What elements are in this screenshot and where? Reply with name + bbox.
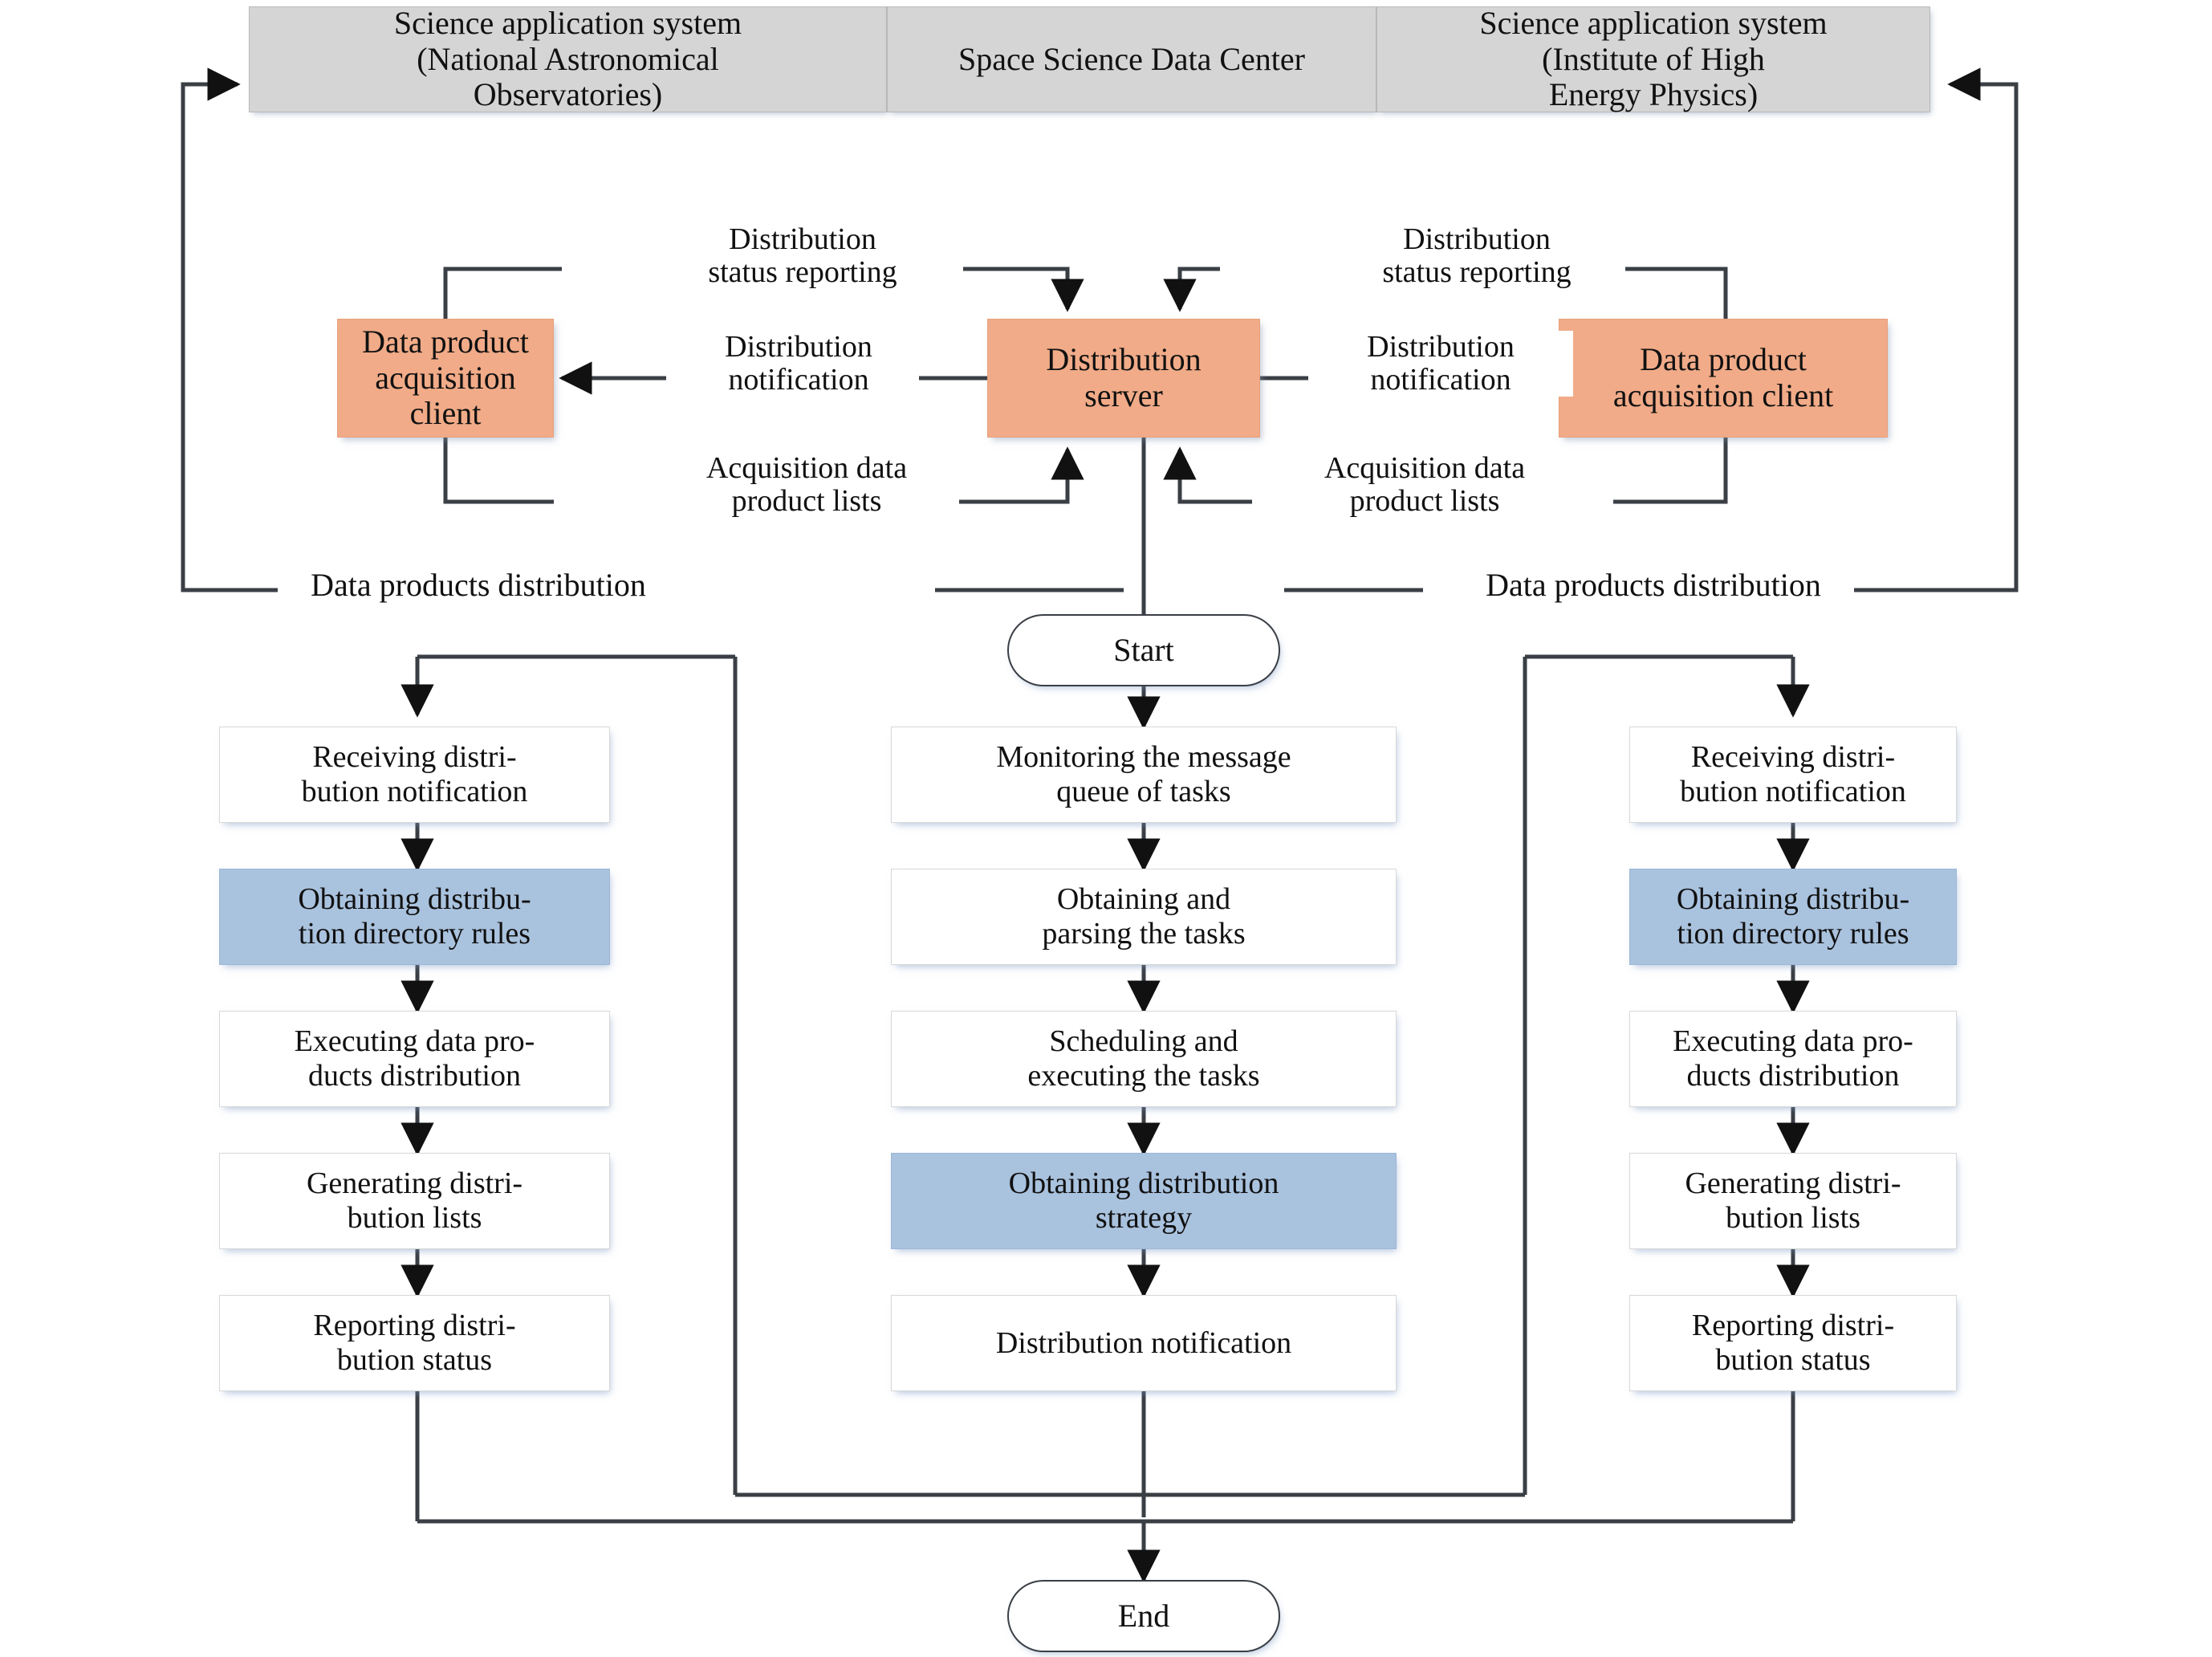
flow-step-label: Reporting distri- bution status (313, 1309, 516, 1377)
terminator-label: End (1117, 1597, 1170, 1634)
flow-step-label: Executing data pro- ducts distribution (294, 1024, 535, 1093)
right-flow-step-4[interactable]: Generating distri- bution lists (1629, 1153, 1957, 1249)
header-cell-label: Space Science Data Center (958, 40, 1305, 77)
flow-step-label: Obtaining distribution strategy (1008, 1166, 1279, 1235)
flow-step-label: Reporting distri- bution status (1691, 1309, 1895, 1377)
left-flow-step-4[interactable]: Generating distri- bution lists (219, 1153, 610, 1249)
orange-box-label: Data product acquisition client (1612, 341, 1834, 413)
label-right-data-products-distribution: Data products distribution (1453, 568, 1854, 602)
flow-step-label: Distribution notification (995, 1325, 1292, 1360)
left-flow-step-2[interactable]: Obtaining distribu- tion directory rules (219, 869, 610, 965)
left-flow-step-1[interactable]: Receiving distri- bution notification (219, 727, 610, 823)
right-flow-step-5[interactable]: Reporting distri- bution status (1629, 1295, 1957, 1391)
center-flow-step-2[interactable]: Obtaining and parsing the tasks (891, 869, 1397, 965)
label-right-distribution-notification: Distribution notification (1308, 330, 1573, 397)
left-flow-step-5[interactable]: Reporting distri- bution status (219, 1295, 610, 1391)
header-cell-label: Science application system (Institute of… (1479, 4, 1828, 113)
header-cell-label: Science application system (National Ast… (393, 4, 742, 113)
flow-step-label: Obtaining and parsing the tasks (1042, 882, 1246, 951)
flow-step-label: Receiving distri- bution notification (1680, 740, 1906, 808)
label-right-acquisition-data-product-lists: Acquisition data product lists (1268, 451, 1581, 519)
terminator-start[interactable]: Start (1007, 614, 1280, 686)
header-cell-space-science-data-center[interactable]: Space Science Data Center (887, 6, 1376, 112)
label-right-status-reporting: Distribution status reporting (1328, 222, 1625, 290)
center-flow-step-4[interactable]: Obtaining distribution strategy (891, 1153, 1397, 1249)
terminator-end[interactable]: End (1007, 1580, 1280, 1652)
data-product-acquisition-client-left[interactable]: Data product acquisition client (337, 319, 554, 438)
flow-step-label: Scheduling and executing the tasks (1027, 1024, 1260, 1093)
flow-step-label: Obtaining distribu- tion directory rules (298, 882, 531, 951)
orange-box-label: Data product acquisition client (362, 323, 529, 432)
center-flow-step-3[interactable]: Scheduling and executing the tasks (891, 1011, 1397, 1107)
label-left-data-products-distribution: Data products distribution (278, 568, 679, 602)
center-flow-step-1[interactable]: Monitoring the message queue of tasks (891, 727, 1397, 823)
label-left-distribution-notification: Distribution notification (678, 330, 919, 397)
header-cell-science-app-nao[interactable]: Science application system (National Ast… (249, 4, 887, 113)
orange-box-label: Distribution server (1046, 341, 1202, 413)
center-flow-step-5[interactable]: Distribution notification (891, 1295, 1397, 1391)
label-left-status-reporting: Distribution status reporting (658, 222, 947, 290)
flow-step-label: Executing data pro- ducts distribution (1673, 1024, 1913, 1093)
flow-step-label: Generating distri- bution lists (306, 1166, 523, 1235)
header-cell-science-app-ihep[interactable]: Science application system (Institute of… (1376, 4, 1930, 113)
flow-step-label: Obtaining distribu- tion directory rules (1676, 882, 1910, 951)
right-flow-step-1[interactable]: Receiving distri- bution notification (1629, 727, 1957, 823)
data-product-acquisition-client-right[interactable]: Data product acquisition client (1559, 319, 1888, 438)
label-left-acquisition-data-product-lists: Acquisition data product lists (654, 451, 959, 519)
flow-step-label: Generating distri- bution lists (1685, 1166, 1901, 1235)
flow-step-label: Receiving distri- bution notification (301, 740, 528, 808)
flow-step-label: Monitoring the message queue of tasks (996, 740, 1291, 808)
left-flow-step-3[interactable]: Executing data pro- ducts distribution (219, 1011, 610, 1107)
terminator-label: Start (1113, 631, 1174, 668)
distribution-server[interactable]: Distribution server (987, 319, 1260, 438)
right-flow-step-3[interactable]: Executing data pro- ducts distribution (1629, 1011, 1957, 1107)
right-flow-step-2[interactable]: Obtaining distribu- tion directory rules (1629, 869, 1957, 965)
